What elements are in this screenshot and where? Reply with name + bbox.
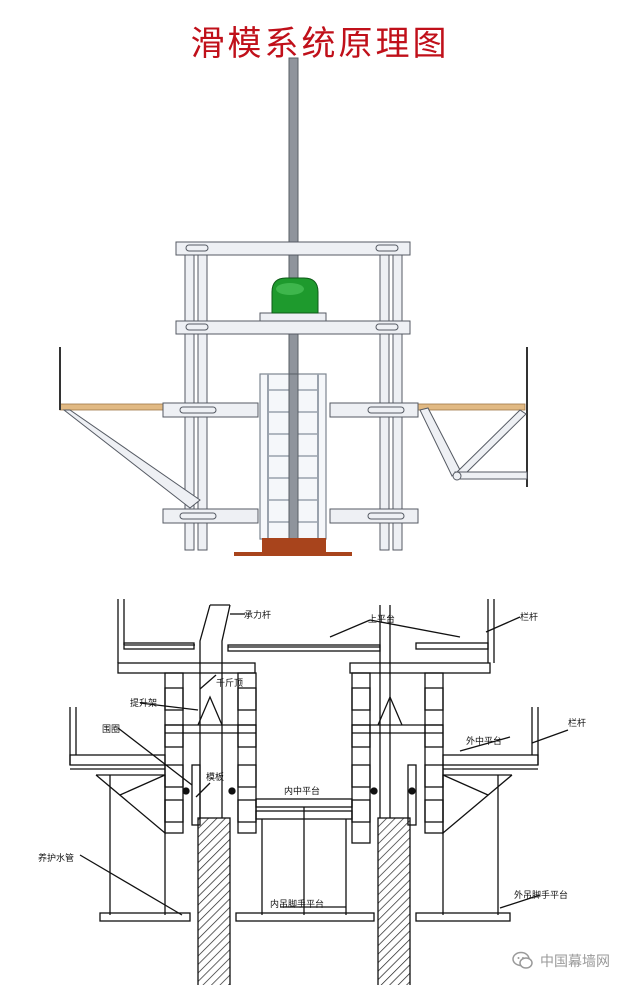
- middle-crossbar-right: [329, 402, 419, 418]
- jack-base-plate: [259, 312, 327, 322]
- label-inner-mid-platform: 内中平台: [284, 787, 321, 797]
- watermark-text: 中国幕墙网: [540, 954, 610, 970]
- left-inner-post: [197, 244, 208, 551]
- right-truss: [419, 407, 461, 477]
- ground-line: [234, 552, 352, 556]
- hydraulic-jack: [271, 277, 319, 314]
- label-outer-scaffold: 外吊脚手平台: [514, 891, 569, 901]
- right-inner-post: [379, 244, 390, 551]
- label-lifting-frame: 提升架: [130, 699, 158, 709]
- label-outer-mid-platform: 外中平台: [466, 737, 503, 747]
- lower-crossbar-right: [329, 508, 419, 524]
- label-inner-scaffold: 内吊脚手平台: [270, 900, 325, 910]
- label-load-rod: 承力杆: [244, 611, 272, 621]
- left-platform-board: [59, 403, 174, 411]
- label-curing-water-pipe: 养护水管: [38, 854, 75, 864]
- left-wall: [197, 817, 231, 985]
- right-outer-post: [392, 244, 403, 551]
- diagram-title: 滑模系统原理图: [190, 24, 450, 64]
- sliding-form-3d-diagram: [59, 57, 528, 556]
- watermark: 中国幕墙网: [512, 950, 610, 972]
- sliding-form-section-diagram: [69, 599, 569, 985]
- label-railing-top: 栏杆: [520, 613, 539, 623]
- label-enclosure: 围圈: [102, 725, 121, 735]
- right-wall: [377, 817, 411, 985]
- label-jack: 千斤顶: [216, 679, 244, 689]
- top-crossbar: [175, 241, 411, 256]
- concrete-base: [262, 538, 326, 553]
- right-platform-board: [414, 403, 526, 411]
- lower-crossbar-left: [162, 508, 259, 524]
- label-railing-mid: 栏杆: [568, 719, 587, 729]
- jack-crossbar: [175, 320, 411, 335]
- label-template: 模板: [206, 773, 225, 783]
- middle-crossbar-left: [162, 402, 259, 418]
- left-diagonal-brace: [62, 409, 201, 509]
- wechat-icon: [512, 951, 533, 969]
- label-upper-platform: 上平台: [368, 615, 396, 625]
